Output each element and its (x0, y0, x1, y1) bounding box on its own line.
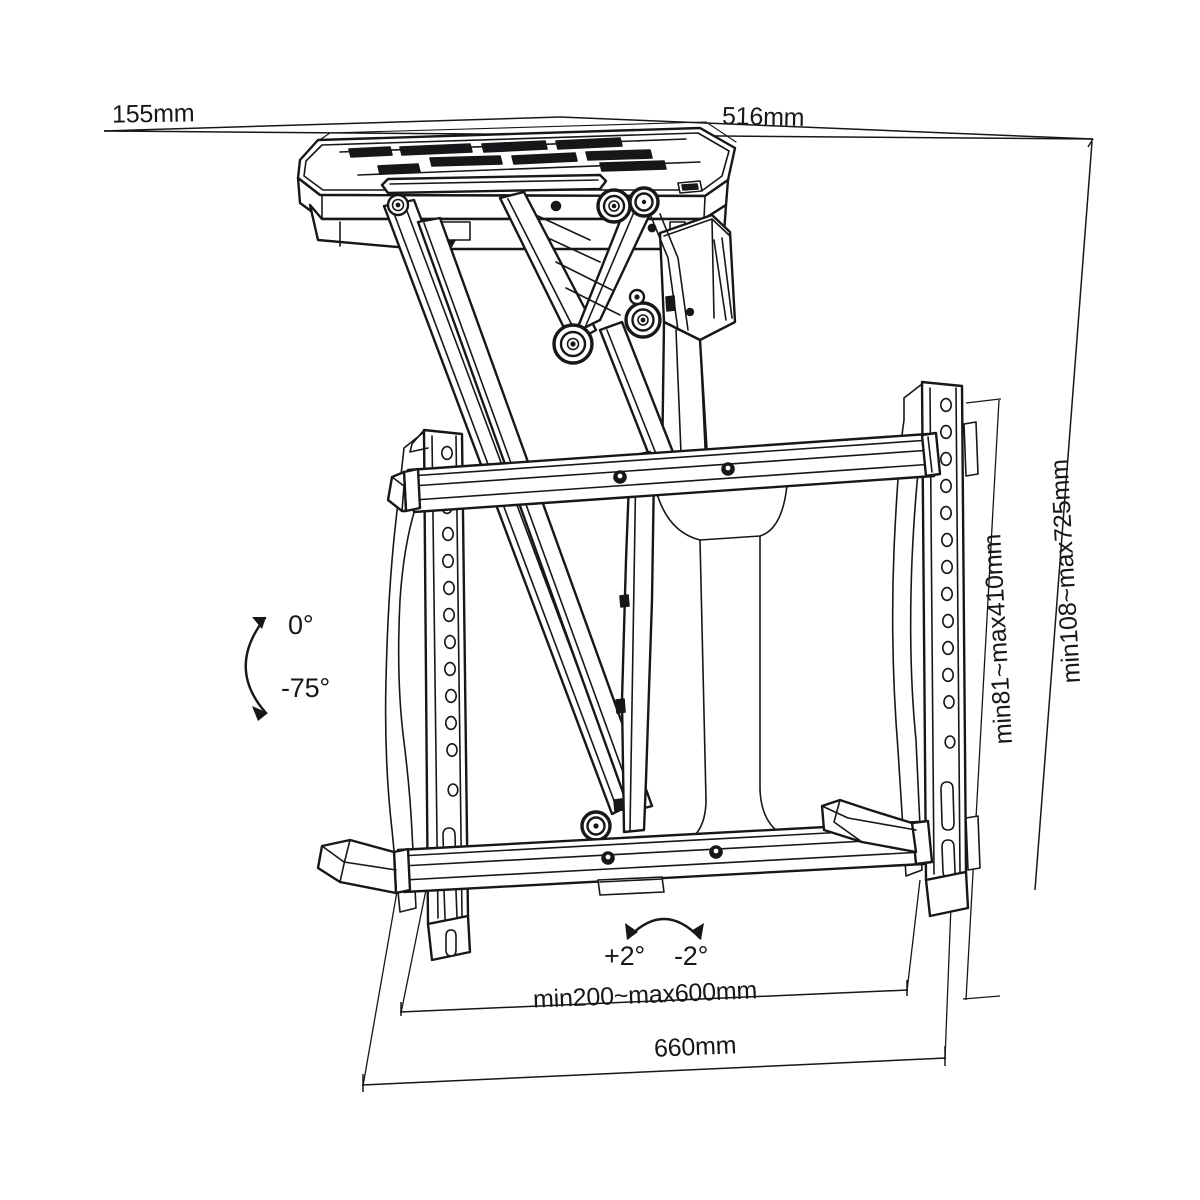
dimension-label-depth: 155mm (111, 99, 195, 129)
pivot-joint (386, 193, 410, 217)
dimension-label-width: 516mm (721, 102, 805, 132)
pivot-joint (628, 186, 660, 218)
scissor-lift-arms (382, 186, 733, 842)
pivot-joint (580, 810, 612, 842)
dimension-label-overall-width: 660mm (653, 1031, 737, 1063)
angle-label-minus-2: -2° (674, 941, 709, 971)
pivot-joint (624, 301, 662, 339)
tilt-angle-arc (244, 616, 268, 721)
upper-horizontal-vesa-rail (386, 431, 942, 514)
lower-horizontal-vesa-rail (316, 798, 934, 896)
pivot-joint (596, 188, 632, 224)
angle-label-plus-2: +2° (604, 941, 645, 971)
center-spine-plate (613, 450, 797, 849)
angle-label-zero: 0° (288, 610, 314, 640)
pivot-joint (628, 288, 646, 306)
swivel-angle-arc (625, 917, 704, 940)
pivot-joint (552, 323, 594, 365)
dimension-lines (103, 116, 1094, 1092)
angle-label-minus-75: -75° (281, 673, 331, 703)
right-vertical-vesa-rail (891, 380, 981, 918)
